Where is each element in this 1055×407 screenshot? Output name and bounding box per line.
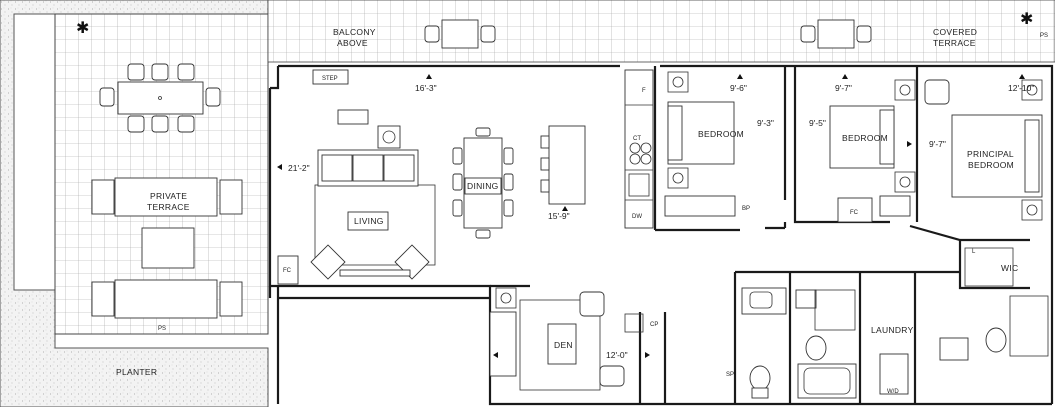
- den-furniture: [489, 287, 644, 391]
- label-planter: PLANTER: [116, 367, 157, 377]
- label-fc-bedroom: FC: [850, 210, 859, 216]
- label-balcony-above-1: BALCONY: [333, 27, 376, 37]
- label-cp: CP: [650, 322, 658, 328]
- label-principal-bedroom-1: PRINCIPAL: [967, 149, 1014, 159]
- label-bedroom-1: BEDROOM: [698, 129, 744, 139]
- interior-walls: [490, 66, 1030, 404]
- label-principal-bedroom-2: BEDROOM: [968, 160, 1014, 170]
- dim-balcony-width: 16'-3": [415, 83, 437, 93]
- svg-text:✱: ✱: [76, 20, 89, 37]
- label-sp: SP: [726, 372, 734, 378]
- fc-living-box: [277, 255, 299, 285]
- label-fridge: F: [642, 88, 646, 94]
- label-bedroom-2: BEDROOM: [842, 133, 888, 143]
- balcony-floor: [267, 0, 1055, 63]
- label-fc-living: FC: [283, 268, 292, 274]
- svg-text:✱: ✱: [1020, 11, 1033, 28]
- label-step: STEP: [322, 76, 338, 82]
- bedroom-furniture: [664, 71, 1043, 221]
- dim-bedroom1-depth: 9'-3": [757, 118, 774, 128]
- dim-principal-depth: 9'-7": [929, 139, 946, 149]
- label-balcony-above-2: ABOVE: [337, 38, 368, 48]
- bathroom-fixtures: [741, 287, 1049, 399]
- wic-box: [964, 247, 1014, 287]
- dimension-markers: [277, 74, 1025, 358]
- balcony-furniture: ✱ ✱: [76, 11, 1033, 49]
- label-dw: DW: [632, 214, 642, 220]
- kitchen-counter: [624, 69, 654, 229]
- terrace-label-bg: [143, 190, 191, 212]
- label-covered-terrace-1: COVERED: [933, 27, 977, 37]
- dim-den-width: 12'-0": [606, 350, 628, 360]
- label-ps-terrace: PS: [158, 326, 166, 332]
- step-box: [312, 69, 349, 85]
- label-dining: DINING: [467, 181, 499, 191]
- exterior-walls: [268, 64, 1054, 406]
- dim-kitchen-width: 15'-9": [548, 211, 570, 221]
- dim-bedroom1-width: 9'-6": [730, 83, 747, 93]
- label-den: DEN: [554, 340, 573, 350]
- fc-bedroom-box: [837, 197, 873, 223]
- kitchen-island: [540, 125, 586, 205]
- label-covered-terrace-2: TERRACE: [933, 38, 976, 48]
- dim-living-depth: 21'-2": [288, 163, 310, 173]
- living-label-bg: [347, 211, 389, 231]
- label-wd: W/D: [887, 389, 899, 395]
- dim-bedroom2-width: 9'-7": [835, 83, 852, 93]
- terrace-furniture: [91, 63, 243, 319]
- label-living: LIVING: [354, 216, 384, 226]
- label-ct: CT: [633, 136, 641, 142]
- dim-principal-width: 12'-10": [1008, 83, 1034, 93]
- label-private-terrace-1: PRIVATE: [150, 191, 187, 201]
- label-private-terrace-2: TERRACE: [147, 202, 190, 212]
- living-furniture: [310, 109, 436, 280]
- label-wic: WIC: [1001, 263, 1018, 273]
- dim-bedroom2-depth: 9'-5": [809, 118, 826, 128]
- label-ps-covered: PS: [1040, 33, 1048, 39]
- label-bp: BP: [742, 206, 750, 212]
- label-laundry: LAUNDRY: [871, 325, 914, 335]
- dining-label-bg: [464, 177, 502, 195]
- label-l: L: [972, 249, 976, 255]
